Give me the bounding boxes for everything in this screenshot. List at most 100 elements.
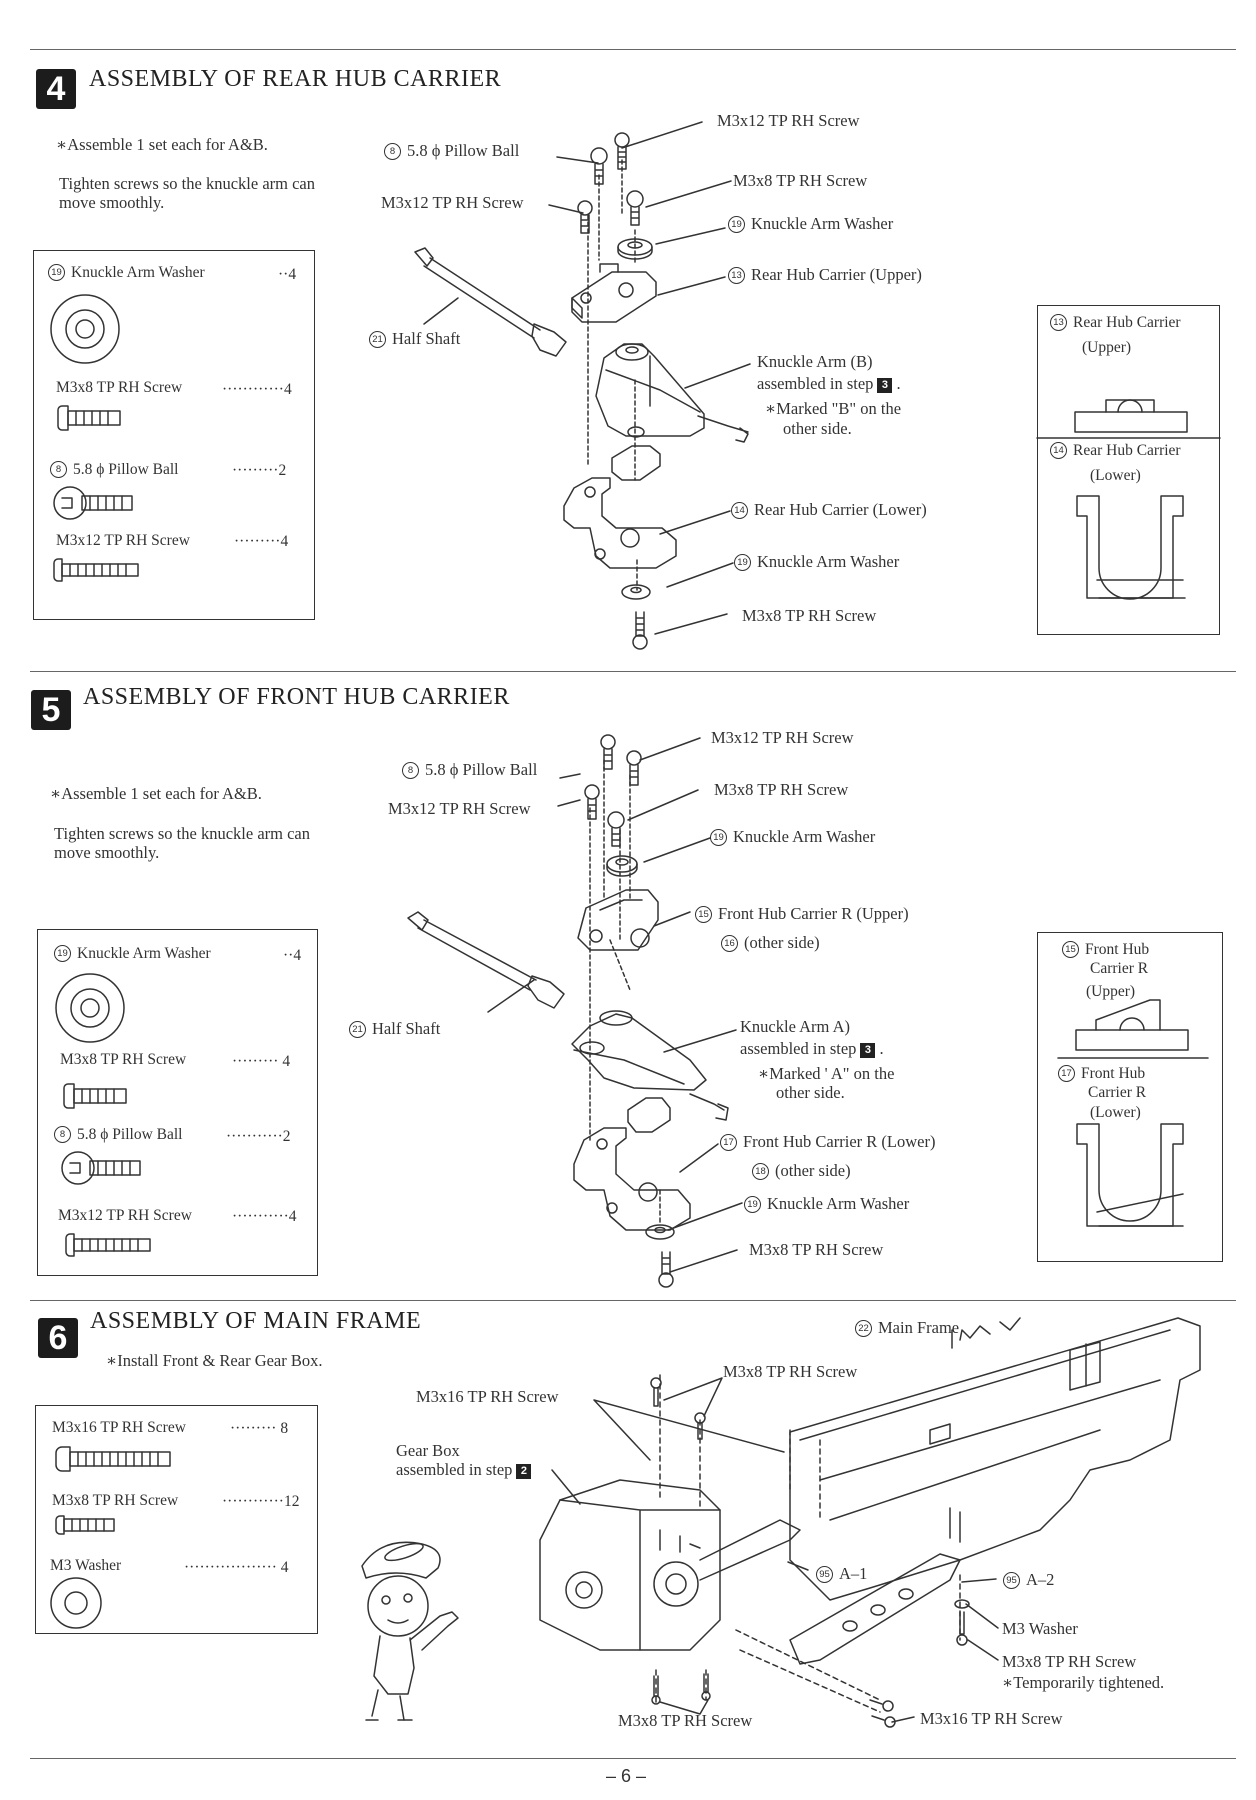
page-bottom-rule xyxy=(30,1758,1236,1759)
part-number-icon: 8 xyxy=(402,762,419,779)
step-number-icon: 3 xyxy=(860,1043,876,1058)
pillow-ball-icon xyxy=(54,487,132,519)
parts-item-qty: ············4 xyxy=(222,381,292,398)
callout-m3x8-screw-right: M3x8 TP RH Screw xyxy=(1002,1652,1137,1671)
screw-icon xyxy=(627,751,641,785)
screw-icon xyxy=(627,191,643,225)
screw-icon xyxy=(58,406,120,430)
parts-item-m3x8-screw: M3x8 TP RH Screw xyxy=(52,1492,179,1509)
parts-item-qty: ···········4 xyxy=(232,1208,297,1225)
callout-front-hub-carrier-lower-alt: 18(other side) xyxy=(752,1161,851,1181)
screw-icon xyxy=(615,133,629,169)
parts-item-m3x16-screw: M3x16 TP RH Screw xyxy=(52,1419,186,1436)
mascot-character-icon xyxy=(362,1540,458,1720)
part-number-icon: 21 xyxy=(349,1021,366,1038)
washer-icon xyxy=(955,1600,969,1608)
callout-gear-box: Gear Box xyxy=(396,1441,460,1460)
part-number-icon: 16 xyxy=(721,935,738,952)
part-number-icon: 8 xyxy=(50,461,67,478)
callout-m3x16-screw-top: M3x16 TP RH Screw xyxy=(416,1387,559,1406)
section-6-note-install: ∗Install Front & Rear Gear Box. xyxy=(106,1351,323,1370)
callout-m3x12-screw-top: M3x12 TP RH Screw xyxy=(711,728,854,747)
section-4-note-tighten: Tighten screws so the knuckle arm can mo… xyxy=(59,174,315,212)
parts-item-m3-washer: M3 Washer xyxy=(50,1557,122,1574)
callout-m3x8-screw-bottom: M3x8 TP RH Screw xyxy=(618,1711,753,1730)
section-4-title: ASSEMBLY OF REAR HUB CARRIER xyxy=(89,66,502,92)
step-number-icon: 3 xyxy=(877,378,893,393)
side-label-upper-sub2: (Upper) xyxy=(1086,983,1136,1000)
callout-knuckle-other-side: other side. xyxy=(776,1083,845,1102)
knuckle-arm xyxy=(572,1011,728,1120)
front-hub-carrier-exploded-view xyxy=(408,735,742,1287)
washer-icon xyxy=(51,1578,101,1628)
screw-icon xyxy=(56,1516,114,1534)
screw-icon xyxy=(695,1413,705,1439)
section-5-note-tighten: Tighten screws so the knuckle arm can mo… xyxy=(54,824,310,862)
part-number-icon: 22 xyxy=(855,1320,872,1337)
screw-icon xyxy=(585,785,599,819)
callout-m3x12-screw-left: M3x12 TP RH Screw xyxy=(381,193,524,212)
parts-item-qty: ·················· 4 xyxy=(184,1559,289,1576)
callout-front-hub-carrier-upper-alt: 16(other side) xyxy=(721,933,820,953)
part-number-icon: 17 xyxy=(1058,1065,1075,1082)
screw-icon xyxy=(608,812,624,846)
section-4-note-assemble: ∗Assemble 1 set each for A&B. xyxy=(56,135,268,154)
callout-m3x8-screw: M3x8 TP RH Screw xyxy=(733,171,868,190)
callout-knuckle-arm-a: Knuckle Arm A) xyxy=(740,1017,850,1036)
part-number-icon: 19 xyxy=(734,554,751,571)
hub-carrier-upper xyxy=(578,890,658,950)
hub-carrier-upper-profile xyxy=(1075,400,1187,432)
part-number-icon: 8 xyxy=(54,1126,71,1143)
section-5-number-badge: 5 xyxy=(31,690,71,730)
part-number-icon: 19 xyxy=(54,945,71,962)
callout-m3x12-screw-left: M3x12 TP RH Screw xyxy=(388,799,531,818)
part-number-icon: 19 xyxy=(728,216,745,233)
callout-m3x8-screw-bottom: M3x8 TP RH Screw xyxy=(742,606,877,625)
rear-hub-carrier-exploded-view xyxy=(415,122,750,649)
screw-icon xyxy=(56,1447,170,1471)
parts-item-qty: ········· 4 xyxy=(232,1053,291,1070)
hub-carrier-upper-profile xyxy=(1076,1000,1188,1050)
section-6-number-badge: 6 xyxy=(38,1318,78,1358)
parts-item-qty: ·········2 xyxy=(232,462,287,479)
part-number-icon: 13 xyxy=(728,267,745,284)
hub-carrier-lower xyxy=(574,1098,690,1230)
section-5-top-rule xyxy=(30,671,1236,672)
parts-item-qty: ···········2 xyxy=(226,1128,291,1145)
hub-carrier-lower xyxy=(564,446,676,568)
part-number-icon: 17 xyxy=(720,1134,737,1151)
part-number-icon: 15 xyxy=(1062,941,1079,958)
parts-item-m3x12-screw: M3x12 TP RH Screw xyxy=(58,1207,192,1224)
side-label-upper-sub: (Upper) xyxy=(1082,339,1132,356)
main-frame-assembly xyxy=(540,1318,1200,1727)
part-number-icon: 21 xyxy=(369,331,386,348)
part-number-icon: 8 xyxy=(384,143,401,160)
part-number-icon: 13 xyxy=(1050,314,1067,331)
part-number-icon: 15 xyxy=(695,906,712,923)
parts-item-qty: ·········4 xyxy=(234,533,289,550)
washer-icon xyxy=(56,974,124,1042)
screw-icon xyxy=(702,1674,710,1700)
pillow-ball-icon xyxy=(591,148,607,184)
part-number-icon: 14 xyxy=(1050,442,1067,459)
parts-item-m3x12-screw: M3x12 TP RH Screw xyxy=(56,532,190,549)
callout-m3x8-screw-bottom: M3x8 TP RH Screw xyxy=(749,1240,884,1259)
half-shaft xyxy=(415,248,566,356)
